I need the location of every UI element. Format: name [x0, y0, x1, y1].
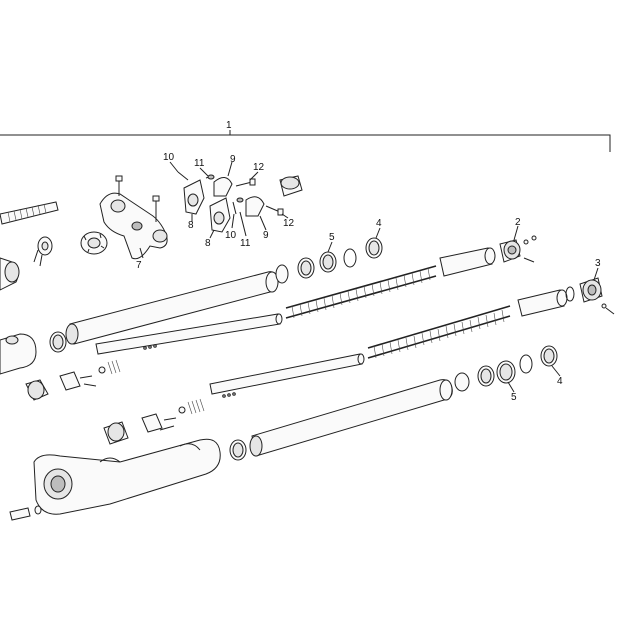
- lower-bushing-left: [229, 439, 247, 461]
- callout-5-upper: 5: [329, 232, 335, 243]
- callout-8-upper: 8: [188, 220, 194, 231]
- callout-11-lower: 11: [240, 238, 251, 249]
- callout-1: 1: [226, 120, 232, 131]
- callout-12-upper: 12: [253, 162, 265, 173]
- callout-11-upper: 11: [194, 158, 205, 169]
- callout-8-lower: 8: [205, 238, 211, 249]
- fork-cap-2: [499, 235, 537, 263]
- callout-4-lower: 4: [557, 376, 563, 387]
- top-cap-plug: [279, 175, 303, 197]
- callout-2: 2: [515, 217, 521, 228]
- fork-tube-upper: [65, 271, 279, 345]
- handlebar-clamp-lower: [209, 196, 284, 233]
- fork-tube-lower: [249, 379, 453, 457]
- damper-rod-upper: [95, 313, 283, 355]
- castle-nut: [80, 231, 108, 255]
- assembly-bracket: [0, 130, 611, 152]
- handlebar-clamp-upper: [177, 171, 256, 215]
- damper-valve-upper: [25, 359, 121, 401]
- upper-bushings: [275, 237, 383, 284]
- fork-spring-lower: [367, 305, 511, 359]
- steering-stem: [0, 201, 59, 225]
- callout-4-upper: 4: [376, 218, 382, 229]
- callout-3: 3: [595, 258, 601, 269]
- spacer-upper: [439, 247, 496, 277]
- fork-spring-upper: [285, 265, 437, 319]
- callout-10-lower: 10: [225, 230, 237, 241]
- left-bushing-a: [49, 331, 67, 353]
- fork-slider-lower: [9, 438, 221, 521]
- damper-rod-lower: [209, 353, 365, 398]
- callout-10-upper: 10: [163, 152, 175, 163]
- upper-left-tube: [0, 257, 20, 291]
- lower-left-slider-top: [0, 333, 37, 375]
- triple-clamp: [99, 175, 168, 260]
- callout-9-lower: 9: [263, 230, 269, 241]
- callout-12-lower: 12: [283, 218, 295, 229]
- callout-5-lower: 5: [511, 392, 517, 403]
- spacer-lower: [517, 286, 575, 317]
- damper-valve-lower: [103, 398, 205, 445]
- callout-9-upper: 9: [230, 154, 236, 165]
- lower-seals: [454, 345, 558, 392]
- callout-7: 7: [136, 260, 142, 271]
- left-nut: [33, 236, 53, 267]
- callout-labels: 1 2 3 4 4 5 5 7 8 8 9 9 10 10 11 11 12 1…: [136, 120, 601, 403]
- leader-lines: [139, 161, 599, 393]
- fork-cap-3: [579, 277, 615, 315]
